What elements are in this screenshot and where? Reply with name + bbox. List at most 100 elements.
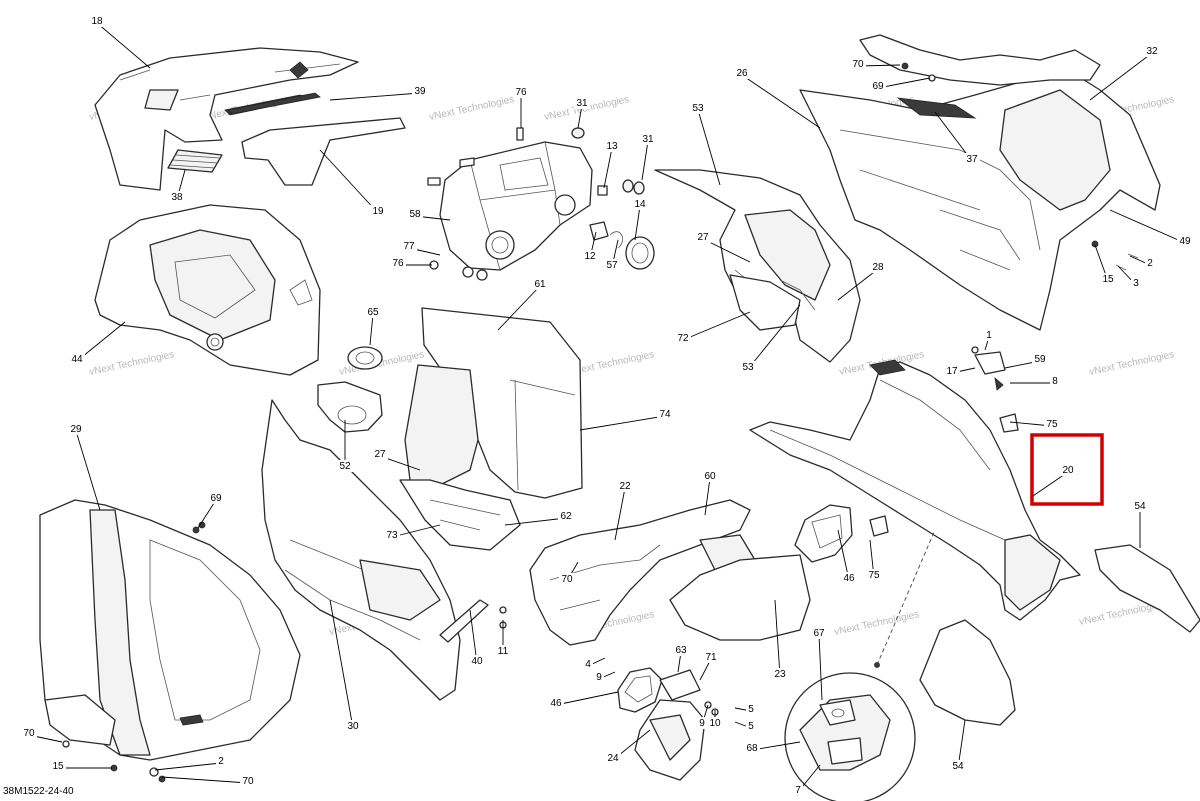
callout-bg-c-39 bbox=[412, 85, 428, 97]
callout-bg-c-4 bbox=[583, 658, 593, 670]
watermark-6: vNext Technologies bbox=[88, 349, 175, 378]
callout-bg-c-59 bbox=[1032, 353, 1048, 365]
callout-bg-c-65 bbox=[365, 306, 381, 318]
leader-c-39 bbox=[329, 92, 421, 101]
callout-bg-c-46a bbox=[841, 572, 857, 584]
callout-bg-c-69a bbox=[870, 80, 886, 92]
callout-bg-c-9a bbox=[594, 671, 604, 683]
part-20-lower-side-panel bbox=[749, 359, 1081, 621]
callout-bg-c-26 bbox=[734, 67, 750, 79]
brackets-59-75-17 bbox=[971, 346, 1019, 433]
callout-c-59: 59 bbox=[1034, 354, 1046, 365]
leader-c-18 bbox=[96, 22, 151, 69]
leader-c-20 bbox=[1029, 471, 1069, 499]
callout-c-18: 18 bbox=[91, 16, 103, 27]
leader-c-13 bbox=[603, 147, 613, 189]
callout-c-74: 74 bbox=[659, 409, 671, 420]
callout-c-70b: 70 bbox=[561, 574, 573, 585]
callout-c-77: 77 bbox=[403, 241, 415, 252]
detail-view-67-68-7 bbox=[784, 529, 936, 801]
callout-bg-c-67 bbox=[811, 627, 827, 639]
leader-c-74 bbox=[579, 415, 666, 431]
watermark-15: vNext Technologies bbox=[833, 609, 920, 638]
part-58-headlight-housing bbox=[439, 141, 593, 271]
leader-c-46b bbox=[555, 691, 619, 706]
leader-c-69b bbox=[197, 499, 217, 529]
callout-bg-c-68 bbox=[744, 742, 760, 754]
callout-bg-c-15b bbox=[50, 760, 66, 772]
callout-bg-c-53b bbox=[740, 361, 756, 373]
callout-c-30: 30 bbox=[347, 721, 359, 732]
part-29-left-side-panel bbox=[39, 499, 301, 761]
callout-bg-c-2a bbox=[1145, 257, 1155, 269]
callout-bg-c-75b bbox=[866, 569, 882, 581]
callout-bg-c-31a bbox=[574, 97, 590, 109]
callout-c-68: 68 bbox=[746, 743, 758, 754]
callout-bg-c-2b bbox=[216, 755, 226, 767]
callout-c-8: 8 bbox=[1052, 376, 1058, 387]
callout-labels: 1839193876313113141257587776532728725326… bbox=[21, 15, 1193, 796]
leader-c-53a bbox=[697, 109, 721, 186]
callout-c-40: 40 bbox=[471, 656, 483, 667]
leader-c-28 bbox=[837, 268, 879, 301]
callout-c-3: 3 bbox=[1133, 278, 1139, 289]
part-39-trim-strip bbox=[227, 92, 321, 115]
callout-bg-c-70a bbox=[850, 58, 866, 70]
callout-c-15a: 15 bbox=[1102, 274, 1114, 285]
watermark-10: vNext Technologies bbox=[1088, 349, 1175, 378]
callout-bg-c-1 bbox=[984, 329, 994, 341]
callout-bg-c-22 bbox=[617, 480, 633, 492]
callout-bg-c-73 bbox=[384, 529, 400, 541]
leader-c-40 bbox=[469, 609, 478, 664]
callout-c-61: 61 bbox=[534, 279, 546, 290]
part-63-71-24-lower bbox=[634, 669, 719, 781]
callout-c-53a: 53 bbox=[692, 103, 704, 114]
callout-bg-c-30 bbox=[345, 720, 361, 732]
callout-c-2b: 2 bbox=[218, 756, 224, 767]
leader-c-37 bbox=[934, 111, 973, 162]
leader-c-22 bbox=[614, 487, 626, 541]
callout-c-76a: 76 bbox=[515, 87, 527, 98]
callout-c-15b: 15 bbox=[52, 761, 64, 772]
callout-bg-c-72 bbox=[675, 332, 691, 344]
part-46-mirror-upper bbox=[794, 504, 889, 563]
callout-c-57: 57 bbox=[606, 260, 618, 271]
leader-c-61 bbox=[497, 285, 541, 331]
callout-bg-c-69b bbox=[208, 492, 224, 504]
callout-c-39: 39 bbox=[414, 86, 426, 97]
callout-bg-c-9b bbox=[697, 717, 707, 729]
callout-c-1: 1 bbox=[986, 330, 992, 341]
headlight-hardware bbox=[427, 127, 655, 281]
callout-c-4: 4 bbox=[585, 659, 591, 670]
leader-c-53b bbox=[747, 304, 801, 370]
callout-bg-c-7 bbox=[793, 784, 803, 796]
callout-bg-c-71 bbox=[703, 651, 719, 663]
callout-bg-c-70c bbox=[21, 727, 37, 739]
callout-c-9a: 9 bbox=[596, 672, 602, 683]
callout-bg-c-75a bbox=[1044, 418, 1060, 430]
callout-c-23: 23 bbox=[774, 669, 786, 680]
callout-bg-c-12 bbox=[582, 250, 598, 262]
leader-c-26 bbox=[741, 74, 821, 129]
highlight-box bbox=[1030, 433, 1104, 506]
callout-c-46b: 46 bbox=[550, 698, 562, 709]
callout-c-27a: 27 bbox=[697, 232, 709, 243]
callout-c-5a: 5 bbox=[748, 704, 754, 715]
leader-c-62 bbox=[504, 517, 567, 526]
callout-bg-c-61 bbox=[532, 278, 548, 290]
callout-bg-c-37 bbox=[964, 153, 980, 165]
callout-c-73: 73 bbox=[386, 530, 398, 541]
watermark-2: vNext Technologies bbox=[428, 94, 515, 123]
part-54-right-strip bbox=[1094, 544, 1200, 633]
leader-c-32 bbox=[1089, 52, 1153, 101]
callout-c-37: 37 bbox=[966, 154, 978, 165]
callout-c-5b: 5 bbox=[748, 721, 754, 732]
drawing-id: 38M1522-24-40 bbox=[3, 786, 74, 797]
callout-c-17: 17 bbox=[946, 366, 958, 377]
callout-bg-c-76b bbox=[390, 257, 406, 269]
callout-c-20: 20 bbox=[1062, 465, 1074, 476]
callout-c-14: 14 bbox=[634, 199, 646, 210]
callout-bg-c-14 bbox=[632, 198, 648, 210]
callout-bg-c-54b bbox=[950, 760, 966, 772]
callout-c-60: 60 bbox=[704, 471, 716, 482]
